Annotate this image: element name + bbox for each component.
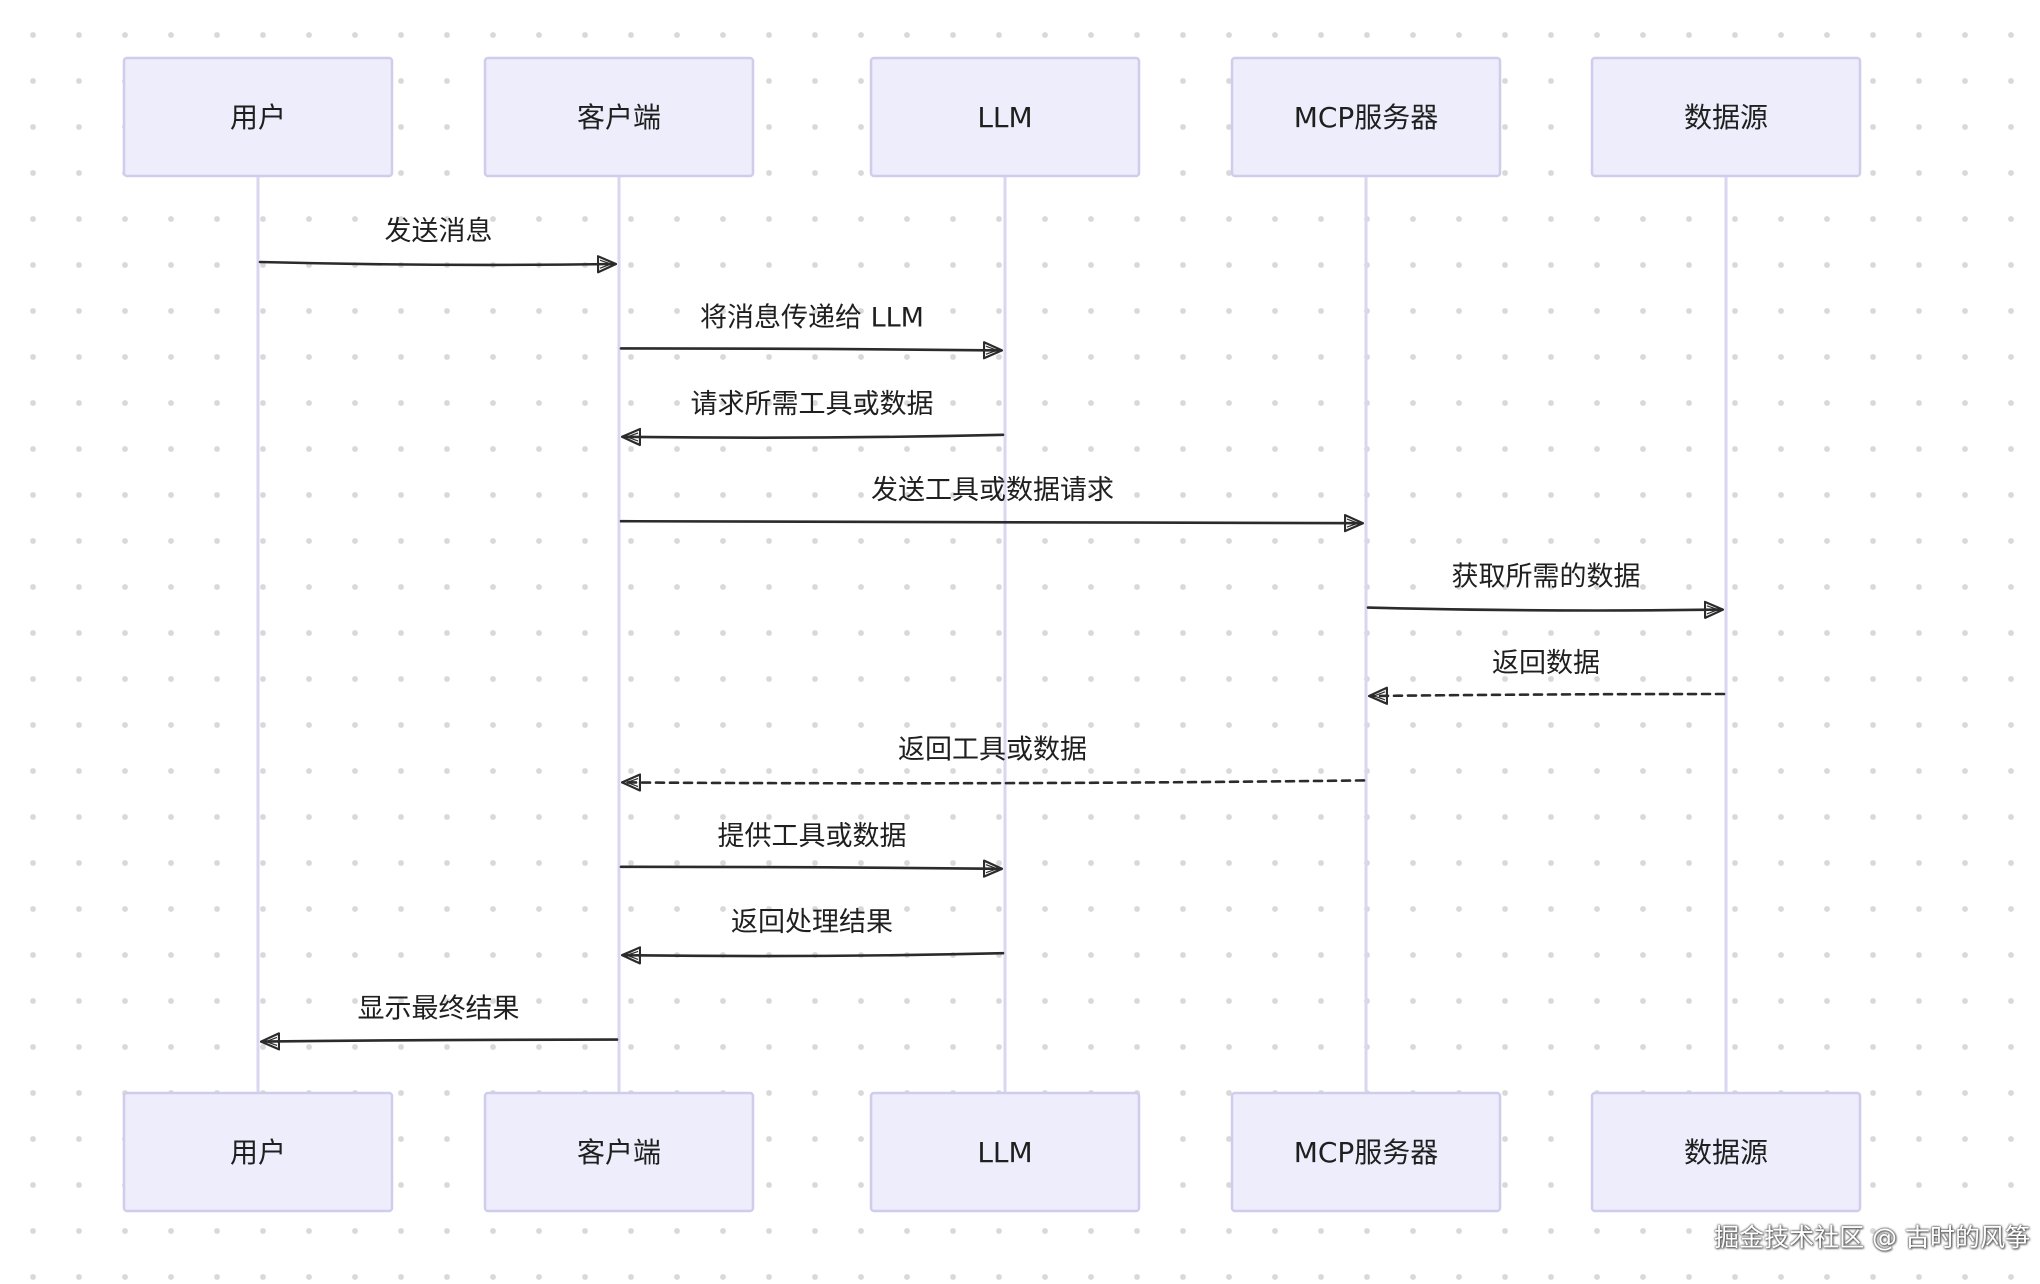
message-label: 显示最终结果	[358, 994, 520, 1025]
participant-label: MCP服务器	[1294, 1136, 1439, 1169]
message-label: 发送消息	[385, 216, 493, 247]
participant-label: LLM	[977, 101, 1032, 134]
participant-box	[122, 56, 394, 178]
participant-label: 数据源	[1684, 101, 1768, 134]
participant-client-top: 客户端	[483, 56, 755, 178]
participant-box	[869, 1091, 1141, 1213]
participant-client-bottom: 客户端	[483, 1091, 755, 1213]
message-arrow	[623, 435, 1005, 438]
participant-box	[483, 1091, 755, 1213]
message-label: 获取所需的数据	[1452, 562, 1641, 593]
participant-label: MCP服务器	[1294, 101, 1439, 134]
message-8: 提供工具或数据	[619, 821, 1001, 869]
participant-llm-bottom: LLM	[869, 1091, 1141, 1213]
message-label: 发送工具或数据请求	[871, 475, 1114, 506]
message-2: 将消息传递给 LLM	[619, 302, 1001, 350]
participant-llm-top: LLM	[869, 56, 1141, 178]
participant-label: 数据源	[1684, 1136, 1768, 1169]
participant-box	[1230, 56, 1502, 178]
participant-mcp-top: MCP服务器	[1230, 56, 1502, 178]
message-arrow	[623, 953, 1005, 956]
participant-box	[1230, 1091, 1502, 1213]
message-arrow	[619, 521, 1362, 523]
participant-label: 客户端	[577, 1136, 661, 1169]
message-label: 返回处理结果	[731, 907, 893, 938]
message-6: 返回数据	[1370, 648, 1726, 696]
message-label: 返回数据	[1492, 648, 1600, 679]
message-10: 显示最终结果	[262, 994, 619, 1042]
participant-user-bottom: 用户	[122, 1091, 394, 1213]
message-9: 返回处理结果	[623, 907, 1005, 956]
message-arrow	[623, 780, 1366, 783]
message-1: 发送消息	[258, 216, 615, 265]
message-arrow	[1366, 608, 1722, 611]
participant-box	[483, 56, 755, 178]
participant-box	[1590, 56, 1862, 178]
participant-label: 用户	[230, 101, 286, 134]
message-label: 请求所需工具或数据	[691, 389, 934, 420]
message-4: 发送工具或数据请求	[619, 475, 1362, 523]
participant-box	[869, 56, 1141, 178]
message-label: 提供工具或数据	[718, 821, 907, 852]
message-label: 将消息传递给 LLM	[700, 302, 924, 333]
message-arrow	[619, 867, 1001, 869]
message-arrow	[262, 1040, 619, 1042]
participant-label: LLM	[977, 1136, 1032, 1169]
participant-box	[1590, 1091, 1862, 1213]
participant-box	[122, 1091, 394, 1213]
participant-user-top: 用户	[122, 56, 394, 178]
message-5: 获取所需的数据	[1366, 562, 1722, 611]
participant-label: 用户	[230, 1136, 286, 1169]
message-7: 返回工具或数据	[623, 734, 1366, 783]
message-arrow	[1370, 694, 1726, 696]
watermark: 掘金技术社区 @ 古时的风筝	[1714, 1223, 2030, 1252]
participant-label: 客户端	[577, 101, 661, 134]
message-3: 请求所需工具或数据	[623, 389, 1005, 438]
participant-data-top: 数据源	[1590, 56, 1862, 178]
message-label: 返回工具或数据	[898, 734, 1087, 765]
message-arrow	[619, 348, 1001, 350]
participant-mcp-bottom: MCP服务器	[1230, 1091, 1502, 1213]
message-arrow	[258, 262, 615, 265]
participant-data-bottom: 数据源	[1590, 1091, 1862, 1213]
